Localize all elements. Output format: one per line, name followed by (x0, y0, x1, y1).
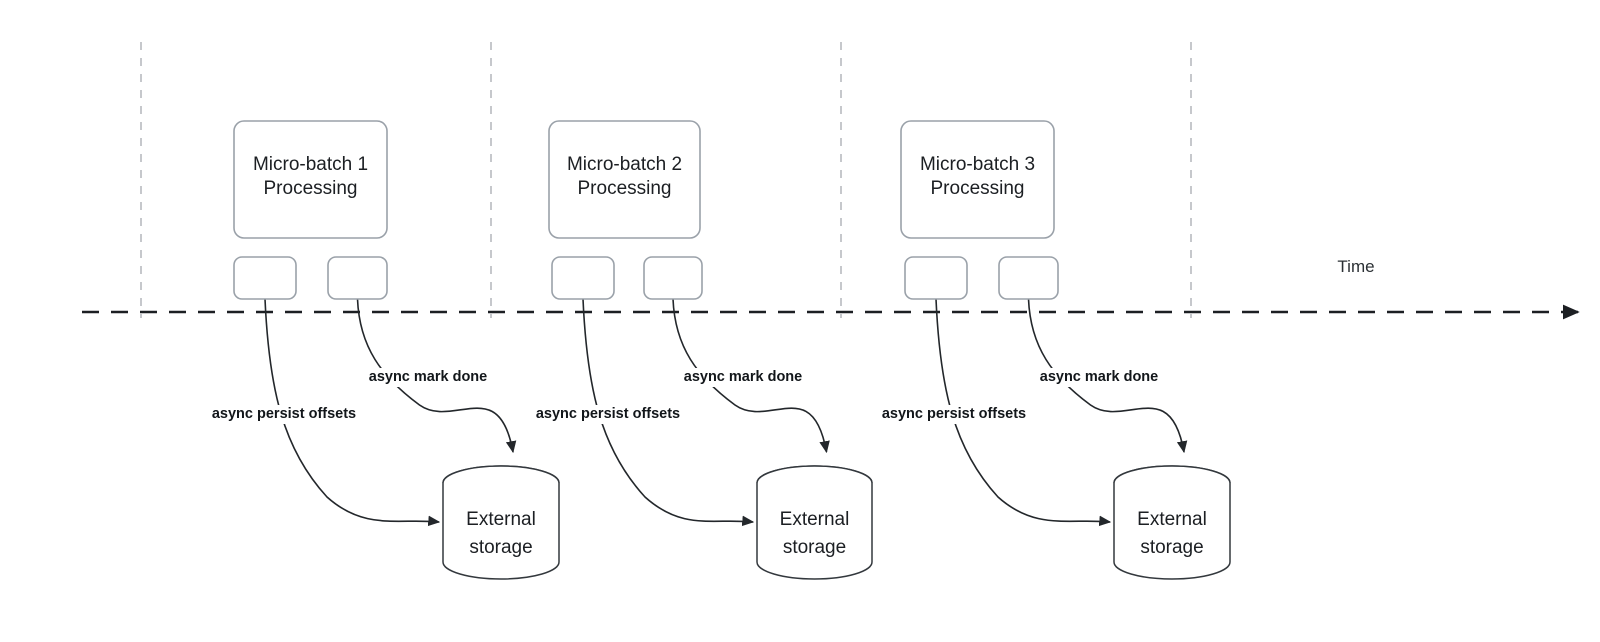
group-2-persist-label: async persist offsets (536, 406, 680, 422)
group-3-markdone-label-backdrop (1036, 368, 1162, 387)
group-1-cylinder-top-ellipse (442, 465, 560, 484)
group-1-persist-label-backdrop (197, 405, 371, 424)
time-axis-label: Time (1337, 257, 1374, 276)
group-1-mark-done-arrow (356, 298, 517, 454)
group-3-cylinder-top-ellipse (1113, 465, 1231, 484)
group-3-processing-label-line2: Processing (931, 178, 1025, 199)
group-2-task-a-box[interactable] (551, 256, 615, 300)
group-2-mark-done-arrow (672, 298, 830, 454)
group-1-processing-label-line2: Processing (264, 178, 358, 199)
group-1-task-b-box[interactable] (327, 256, 388, 300)
group-1-external-storage-label-line2: storage (469, 537, 532, 558)
group-3-markdone-label: async mark done (1040, 369, 1158, 385)
group-1-processing-box[interactable] (233, 120, 388, 239)
group-3-external-storage-label-line2: storage (1140, 537, 1203, 558)
group-1-persist-offsets-arrow (264, 298, 441, 527)
group-3-persist-label-backdrop (867, 405, 1041, 424)
group-2-external-storage-label-line1: External (780, 509, 850, 530)
group-2-markdone-label: async mark done (684, 369, 802, 385)
group-3-mark-done-arrow (1027, 298, 1188, 454)
group-2-markdone-label-backdrop (680, 368, 806, 387)
group-2-external-storage-label-line2: storage (783, 537, 846, 558)
group-3-task-b-box[interactable] (998, 256, 1059, 300)
group-2-processing-label-line2: Processing (578, 178, 672, 199)
group-2-cylinder-top-ellipse (756, 465, 873, 484)
group-3-processing-label-line1: Micro-batch 3 (920, 154, 1035, 175)
timeline-tick-group (140, 42, 1192, 318)
group-2-processing-box[interactable] (548, 120, 701, 239)
group-1-markdone-label: async mark done (369, 369, 487, 385)
group-2-persist-offsets-arrow (582, 298, 755, 527)
group-1-persist-label: async persist offsets (212, 406, 356, 422)
group-3-task-a-box[interactable] (904, 256, 968, 300)
group-1-markdone-label-backdrop (365, 368, 491, 387)
group-2-persist-label-backdrop (521, 405, 695, 424)
group-1-task-a-box[interactable] (233, 256, 297, 300)
group-1-external-storage-label-line1: External (466, 509, 536, 530)
group-2-task-b-box[interactable] (643, 256, 703, 300)
group-3-external-storage-label-line1: External (1137, 509, 1207, 530)
group-1-processing-label-line1: Micro-batch 1 (253, 154, 368, 175)
group-2-processing-label-line1: Micro-batch 2 (567, 154, 682, 175)
group-3-persist-offsets-arrow (935, 298, 1112, 527)
group-3-persist-label: async persist offsets (882, 406, 1026, 422)
group-3-processing-box[interactable] (900, 120, 1055, 239)
